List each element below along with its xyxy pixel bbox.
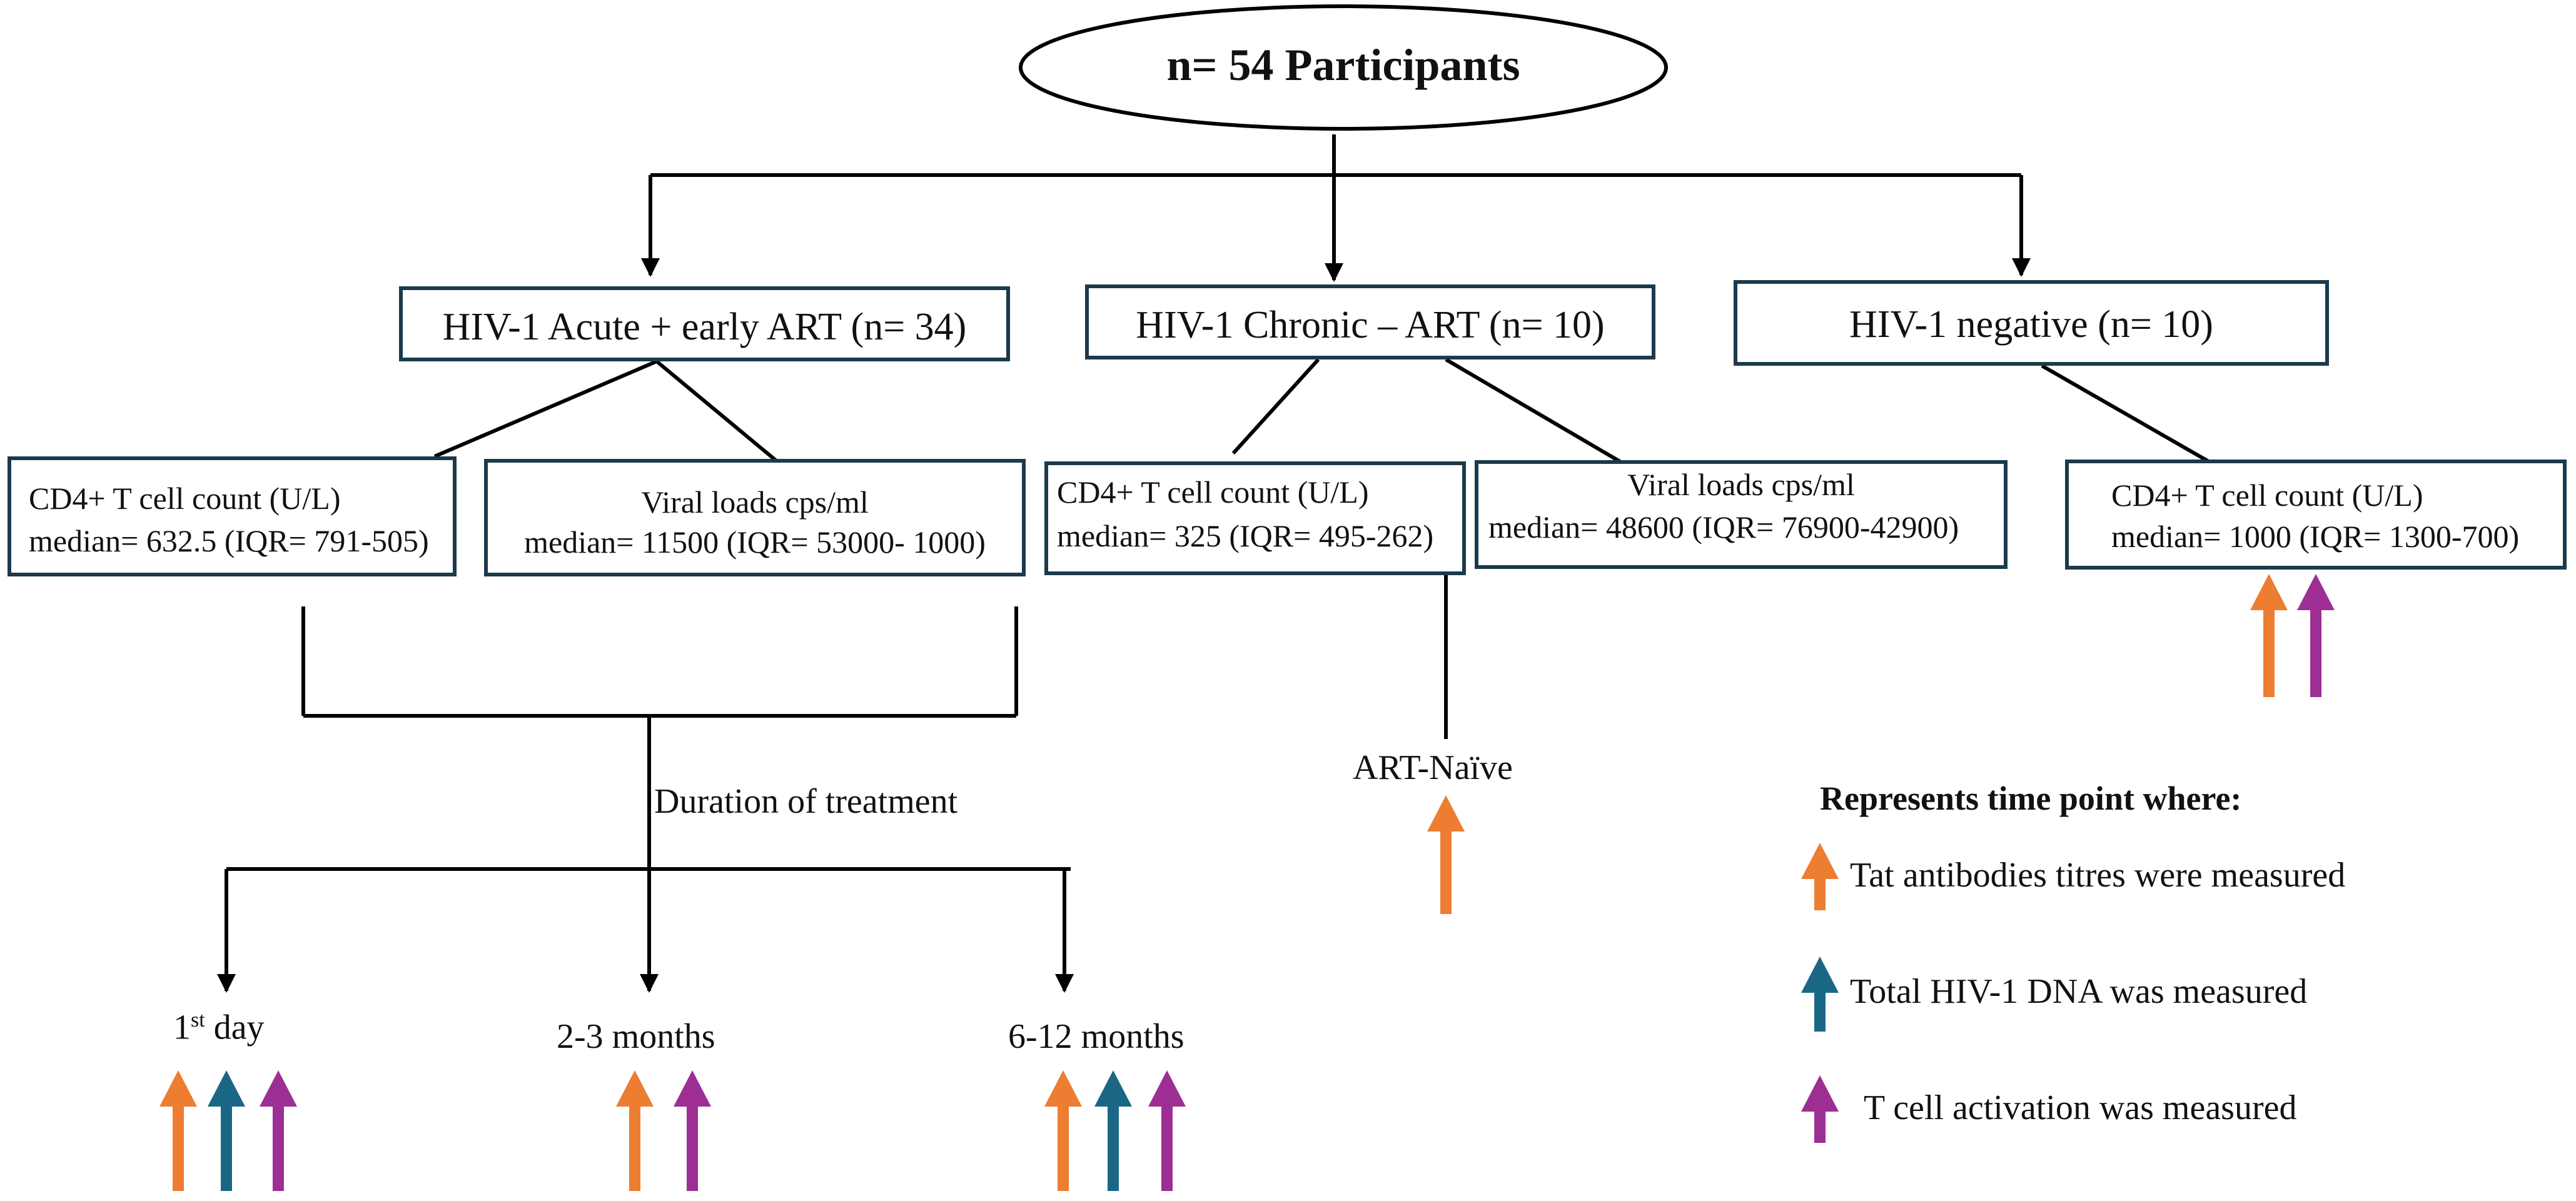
duration-label: Duration of treatment bbox=[654, 782, 958, 821]
chronic-viral-box: Viral loads cps/ml median= 48600 (IQR= 7… bbox=[1475, 460, 2008, 569]
acute-viral-box: Viral loads cps/ml median= 11500 (IQR= 5… bbox=[484, 459, 1026, 576]
group-chronic-label: HIV-1 Chronic – ART (n= 10) bbox=[1136, 304, 1605, 346]
art-naive-tat-arrow bbox=[1427, 795, 1465, 914]
acute-viral-title: Viral loads cps/ml bbox=[641, 485, 869, 520]
legend-label-activation: T cell activation was measured bbox=[1864, 1088, 2297, 1127]
chronic-cd4-title: CD4+ T cell count (U/L) bbox=[1057, 475, 1369, 510]
negative-cd4-median: median= 1000 (IQR= 1300-700) bbox=[2111, 519, 2520, 554]
timepoint-0-dna-arrow bbox=[208, 1070, 245, 1191]
group-acute-label: HIV-1 Acute + early ART (n= 34) bbox=[442, 306, 967, 348]
group-negative-label: HIV-1 negative (n= 10) bbox=[1849, 303, 2213, 346]
timepoint-1-activation-arrow bbox=[674, 1070, 711, 1191]
timepoint-0-activation-arrow bbox=[260, 1070, 297, 1191]
legend-label-dna: Total HIV-1 DNA was measured bbox=[1850, 972, 2308, 1011]
timepoint-0-tat-arrow bbox=[159, 1070, 197, 1191]
timepoint-2-3-months-label: 2-3 months bbox=[557, 1017, 715, 1056]
legend-tat-arrow-icon bbox=[1801, 843, 1839, 910]
negative-tat-arrow bbox=[2250, 574, 2288, 697]
legend-dna-arrow-icon bbox=[1801, 957, 1839, 1032]
acute-cd4-median: median= 632.5 (IQR= 791-505) bbox=[29, 523, 429, 558]
timepoint-6-12-months-label: 6-12 months bbox=[1008, 1017, 1184, 1056]
group-chronic-box: HIV-1 Chronic – ART (n= 10) bbox=[1085, 284, 1655, 359]
art-naive-label: ART-Naïve bbox=[1353, 748, 1513, 787]
negative-cd4-title: CD4+ T cell count (U/L) bbox=[2111, 478, 2423, 513]
timepoint-2-tat-arrow bbox=[1044, 1070, 1082, 1191]
root-label: n= 54 Participants bbox=[1166, 40, 1520, 90]
legend-label-tat: Tat antibodies titres were measured bbox=[1850, 856, 2346, 895]
chronic-viral-title: Viral loads cps/ml bbox=[1627, 467, 1855, 502]
acute-cd4-box: CD4+ T cell count (U/L) median= 632.5 (I… bbox=[8, 456, 457, 576]
timepoint-1-tat-arrow bbox=[616, 1070, 654, 1191]
group-acute-box: HIV-1 Acute + early ART (n= 34) bbox=[399, 286, 1010, 361]
chronic-viral-median: median= 48600 (IQR= 76900-42900) bbox=[1488, 510, 1959, 545]
timepoint-1st-day-label: 1st day bbox=[173, 1008, 265, 1047]
acute-viral-median: median= 11500 (IQR= 53000- 1000) bbox=[524, 525, 986, 560]
timepoint-2-dna-arrow bbox=[1094, 1070, 1132, 1191]
chronic-cd4-median: median= 325 (IQR= 495-262) bbox=[1057, 518, 1434, 553]
negative-cd4-box: CD4+ T cell count (U/L) median= 1000 (IQ… bbox=[2065, 460, 2567, 570]
timepoint-2-activation-arrow bbox=[1148, 1070, 1186, 1191]
legend-activation-arrow-icon bbox=[1801, 1075, 1839, 1143]
group-negative-box: HIV-1 negative (n= 10) bbox=[1734, 280, 2329, 366]
acute-cd4-title: CD4+ T cell count (U/L) bbox=[29, 481, 341, 516]
negative-activation-arrow bbox=[2297, 574, 2335, 697]
chronic-cd4-box: CD4+ T cell count (U/L) median= 325 (IQR… bbox=[1044, 461, 1466, 575]
legend-title: Represents time point where: bbox=[1820, 780, 2242, 817]
